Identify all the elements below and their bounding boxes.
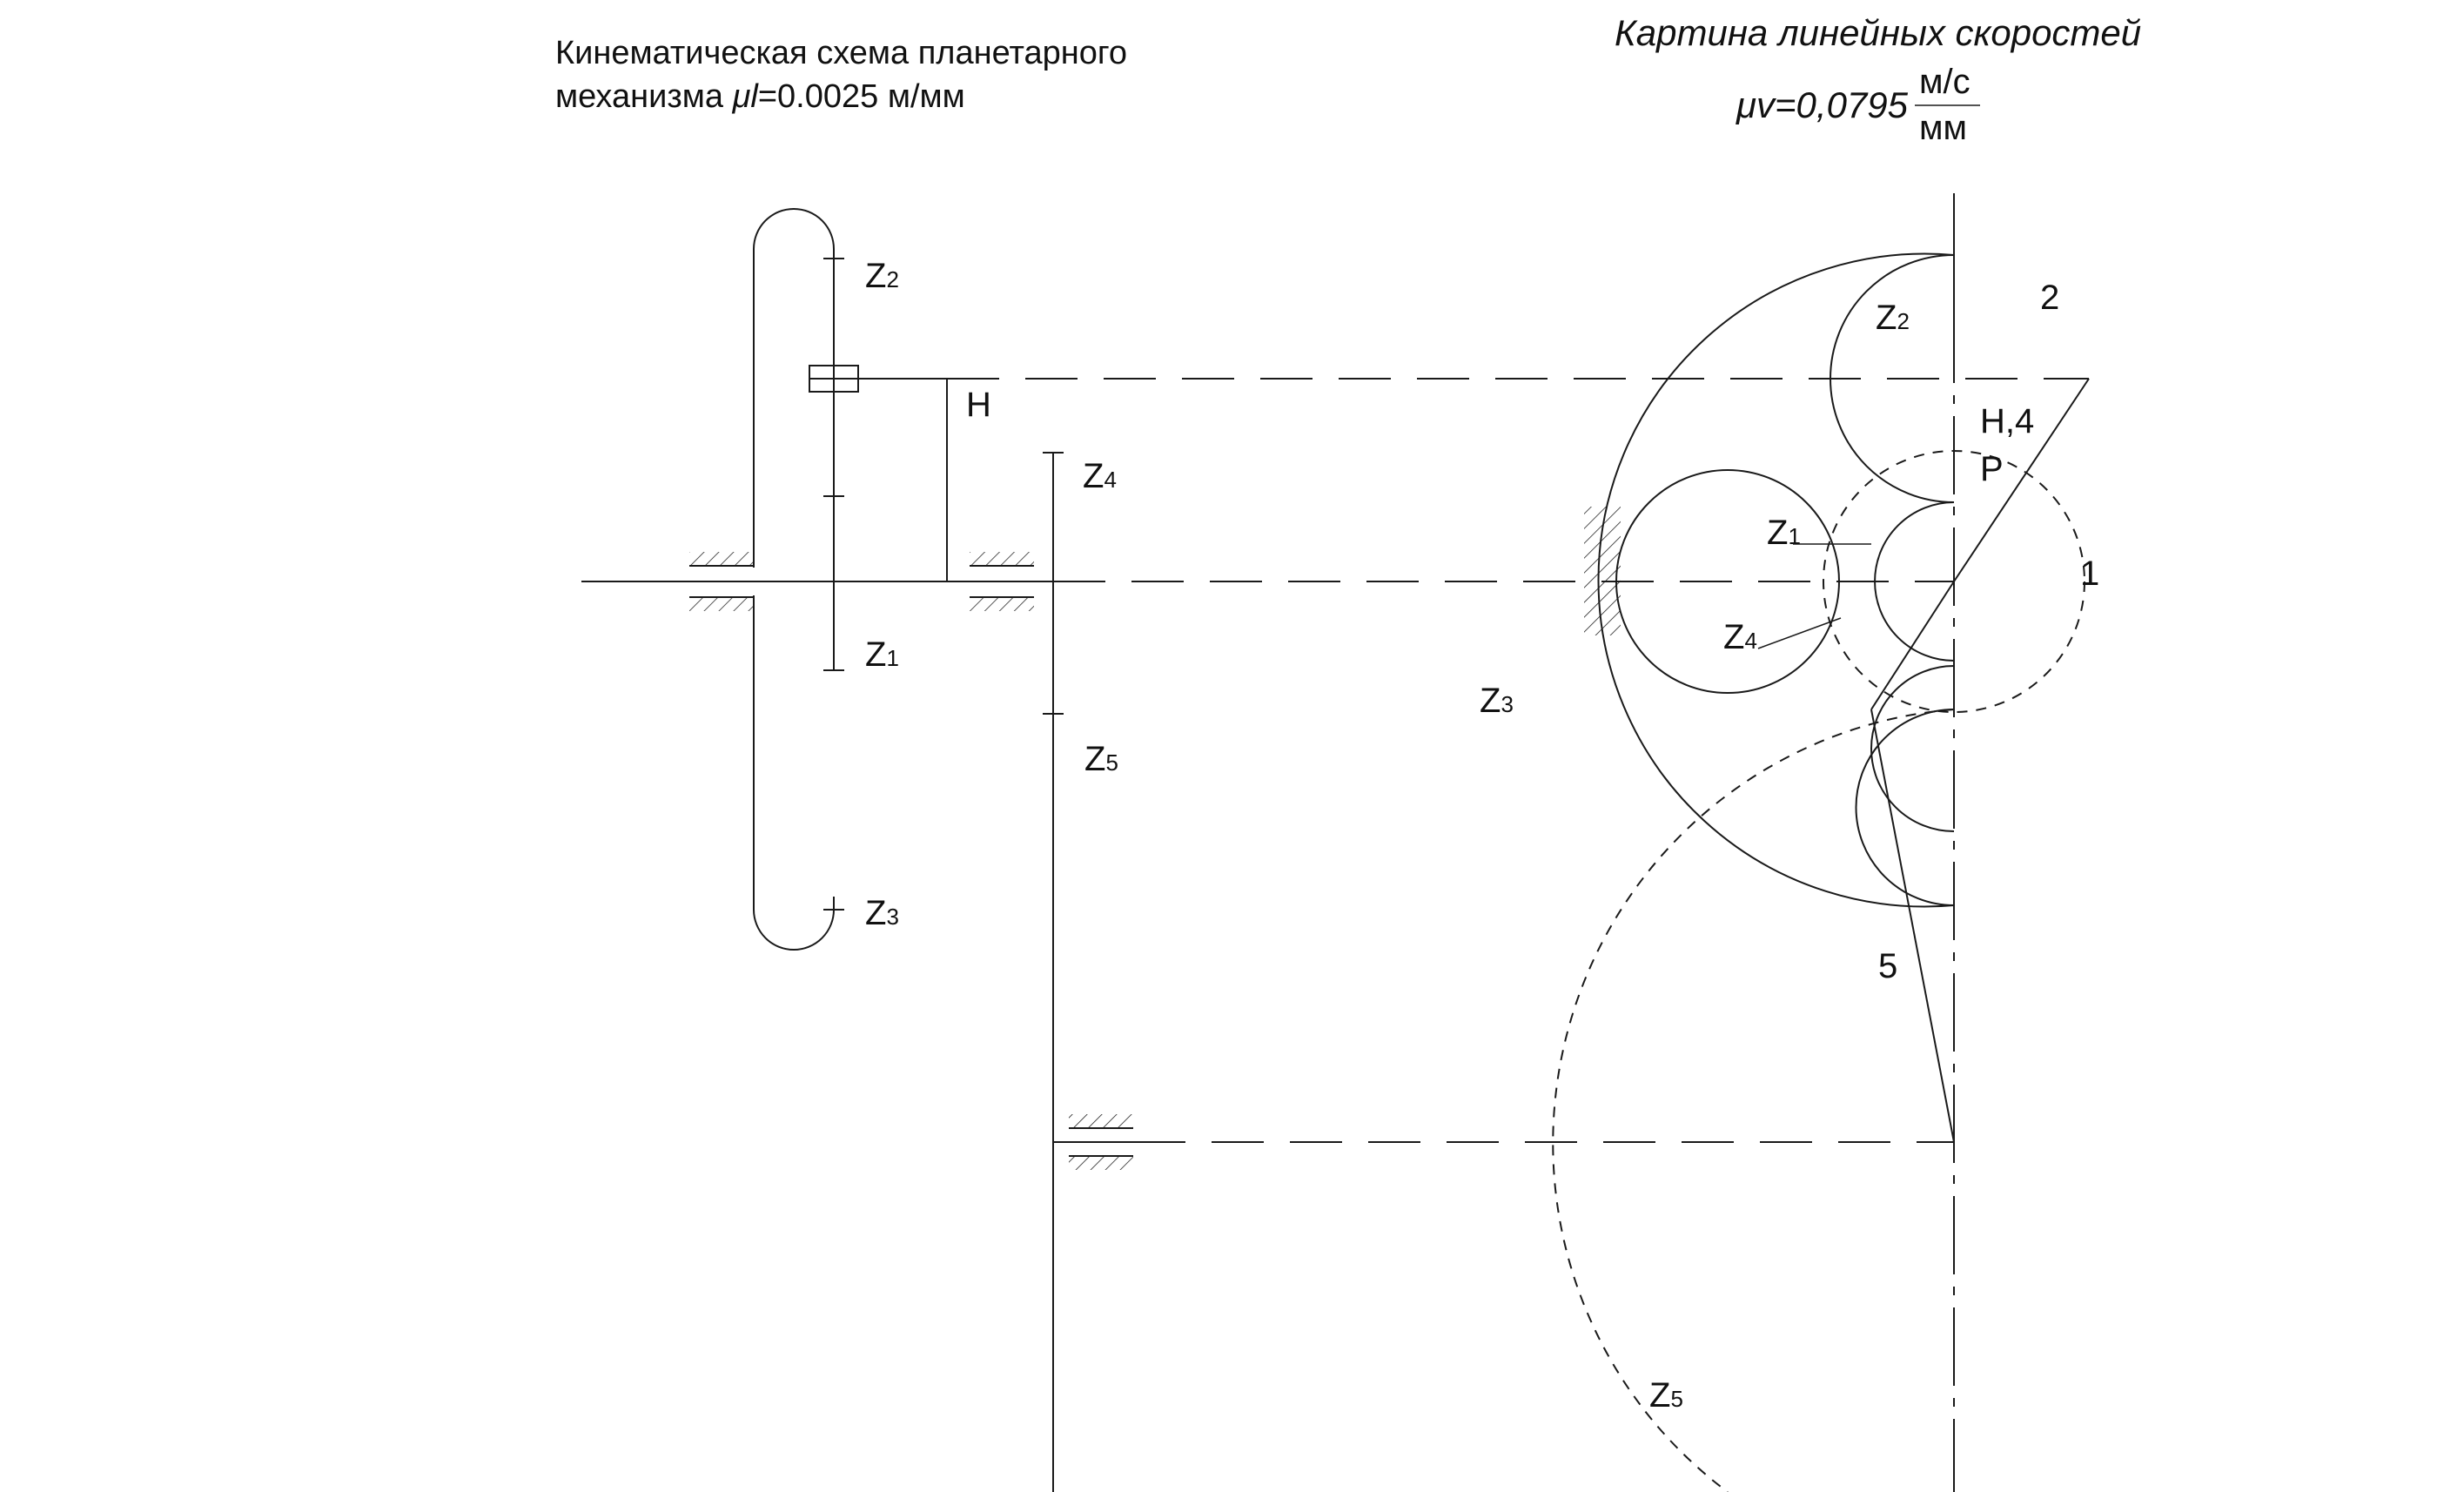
scheme-title-line1: Кинематическая схема планетарного bbox=[555, 35, 1127, 71]
circle-z3 bbox=[1597, 252, 1955, 908]
ring-gear-bottom bbox=[753, 595, 835, 951]
velocity-unit-numerator: м/с bbox=[1919, 63, 1971, 101]
label-z3-middle: Z3 bbox=[1480, 682, 1514, 720]
ring-support-hatch bbox=[1584, 507, 1621, 635]
vlabel-2: 2 bbox=[2040, 279, 2059, 317]
support-1-top bbox=[689, 552, 754, 566]
projection-lines bbox=[947, 378, 2089, 1143]
circle-z1 bbox=[1615, 469, 1840, 694]
velocity-title-line1: Картина линейных скоростей bbox=[1615, 12, 2141, 53]
circle-z4 bbox=[1823, 450, 2085, 713]
velocity-line-2 bbox=[1953, 378, 2090, 582]
circle-z2 bbox=[1830, 254, 1955, 503]
velocity-unit-denominator: мм bbox=[1919, 109, 1967, 147]
label-z3: Z3 bbox=[865, 894, 899, 932]
velocity-title: Картина линейных скоростей μv=0,0795 м/с… bbox=[1615, 12, 2141, 147]
velocity-picture: Z2 Z1 Z4 Z5 2 H,4 P 1 5 bbox=[1552, 193, 2099, 1492]
vlabel-z1: Z1 bbox=[1767, 514, 1801, 552]
ring-gear-top bbox=[753, 208, 835, 568]
support-1-bottom bbox=[689, 597, 754, 611]
semicircle-inner bbox=[1874, 501, 1955, 662]
support-3-top bbox=[1069, 1114, 1133, 1128]
velocity-line-5 bbox=[1870, 709, 1955, 1143]
label-z5: Z5 bbox=[1084, 740, 1118, 778]
support-2-top bbox=[970, 552, 1034, 566]
support-2-bottom bbox=[970, 597, 1034, 611]
vlabel-h4: H,4 bbox=[1980, 402, 2034, 440]
label-h: H bbox=[966, 386, 991, 424]
label-z2: Z2 bbox=[865, 257, 899, 295]
velocity-scale-label: μv=0,0795 bbox=[1736, 84, 1909, 125]
vlabel-z2: Z2 bbox=[1876, 299, 1910, 337]
velocity-line-1 bbox=[1870, 581, 1955, 710]
vlabel-5: 5 bbox=[1878, 947, 1897, 985]
vlabel-z5: Z5 bbox=[1649, 1376, 1683, 1415]
semicircle-lower-small bbox=[1870, 665, 1955, 832]
semicircle-lower bbox=[1855, 709, 1955, 906]
label-z1: Z1 bbox=[865, 635, 899, 674]
label-z4: Z4 bbox=[1083, 457, 1117, 495]
vlabel-1: 1 bbox=[2080, 554, 2099, 593]
vlabel-z4: Z4 bbox=[1723, 618, 1757, 656]
support-3-bottom bbox=[1069, 1156, 1133, 1170]
circle-z5 bbox=[1552, 709, 1955, 1492]
kinematic-scheme: Z2 H Z4 Z1 Z5 Z3 Z3 bbox=[581, 208, 1514, 1492]
vlabel-p: P bbox=[1980, 450, 2004, 488]
scheme-title-line2: механизма μl=0.0025 м/мм bbox=[555, 78, 965, 115]
leader-z4 bbox=[1757, 617, 1842, 649]
scheme-title: Кинематическая схема планетарного механи… bbox=[555, 35, 1127, 115]
